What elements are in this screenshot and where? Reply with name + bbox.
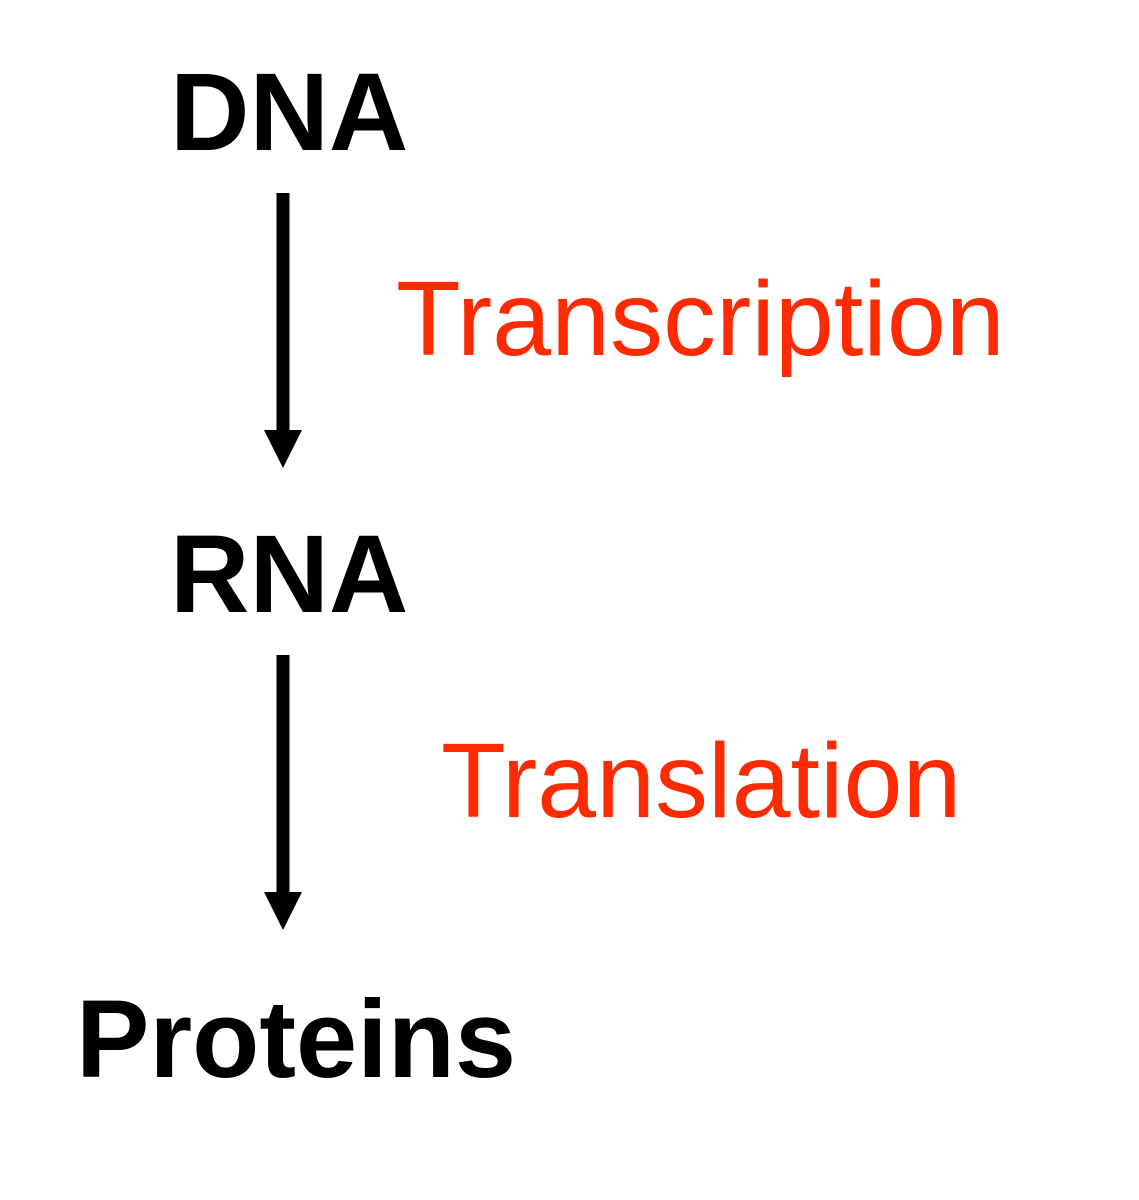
arrow-dna-to-rna (264, 193, 302, 468)
arrow-dna-to-rna-head (264, 430, 302, 468)
transcription-process-label: Transcription (396, 260, 1005, 378)
translation-process-label: Translation (441, 722, 962, 840)
arrow-rna-to-proteins (264, 655, 302, 930)
rna-node-label: RNA (170, 513, 409, 636)
arrow-rna-to-proteins-head (264, 892, 302, 930)
proteins-node-label: Proteins (76, 978, 517, 1101)
dna-node-label: DNA (170, 51, 409, 174)
